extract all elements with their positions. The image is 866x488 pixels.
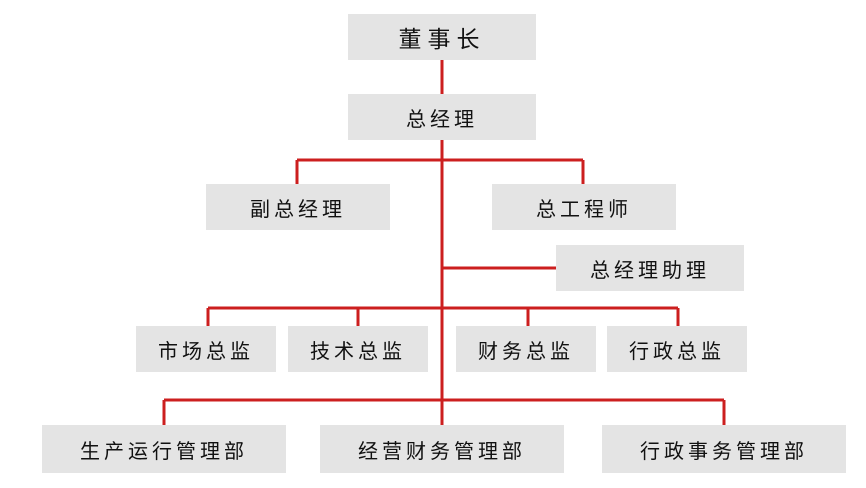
chief-engineer-box: 总工程师 xyxy=(492,184,676,230)
technical-director-box: 技术总监 xyxy=(288,326,428,372)
general-manager-assistant-box: 总经理助理 xyxy=(556,245,744,291)
general-manager-box: 总经理 xyxy=(348,94,536,140)
administrative-affairs-dept-box: 行政事务管理部 xyxy=(602,425,846,473)
business-finance-dept-box: 经营财务管理部 xyxy=(320,425,564,473)
finance-director-box: 财务总监 xyxy=(456,326,596,372)
chairman-box: 董事长 xyxy=(348,14,536,60)
marketing-director-box: 市场总监 xyxy=(136,326,276,372)
production-operations-dept-box: 生产运行管理部 xyxy=(42,425,286,473)
admin-director-box: 行政总监 xyxy=(607,326,747,372)
deputy-general-manager-box: 副总经理 xyxy=(206,184,390,230)
